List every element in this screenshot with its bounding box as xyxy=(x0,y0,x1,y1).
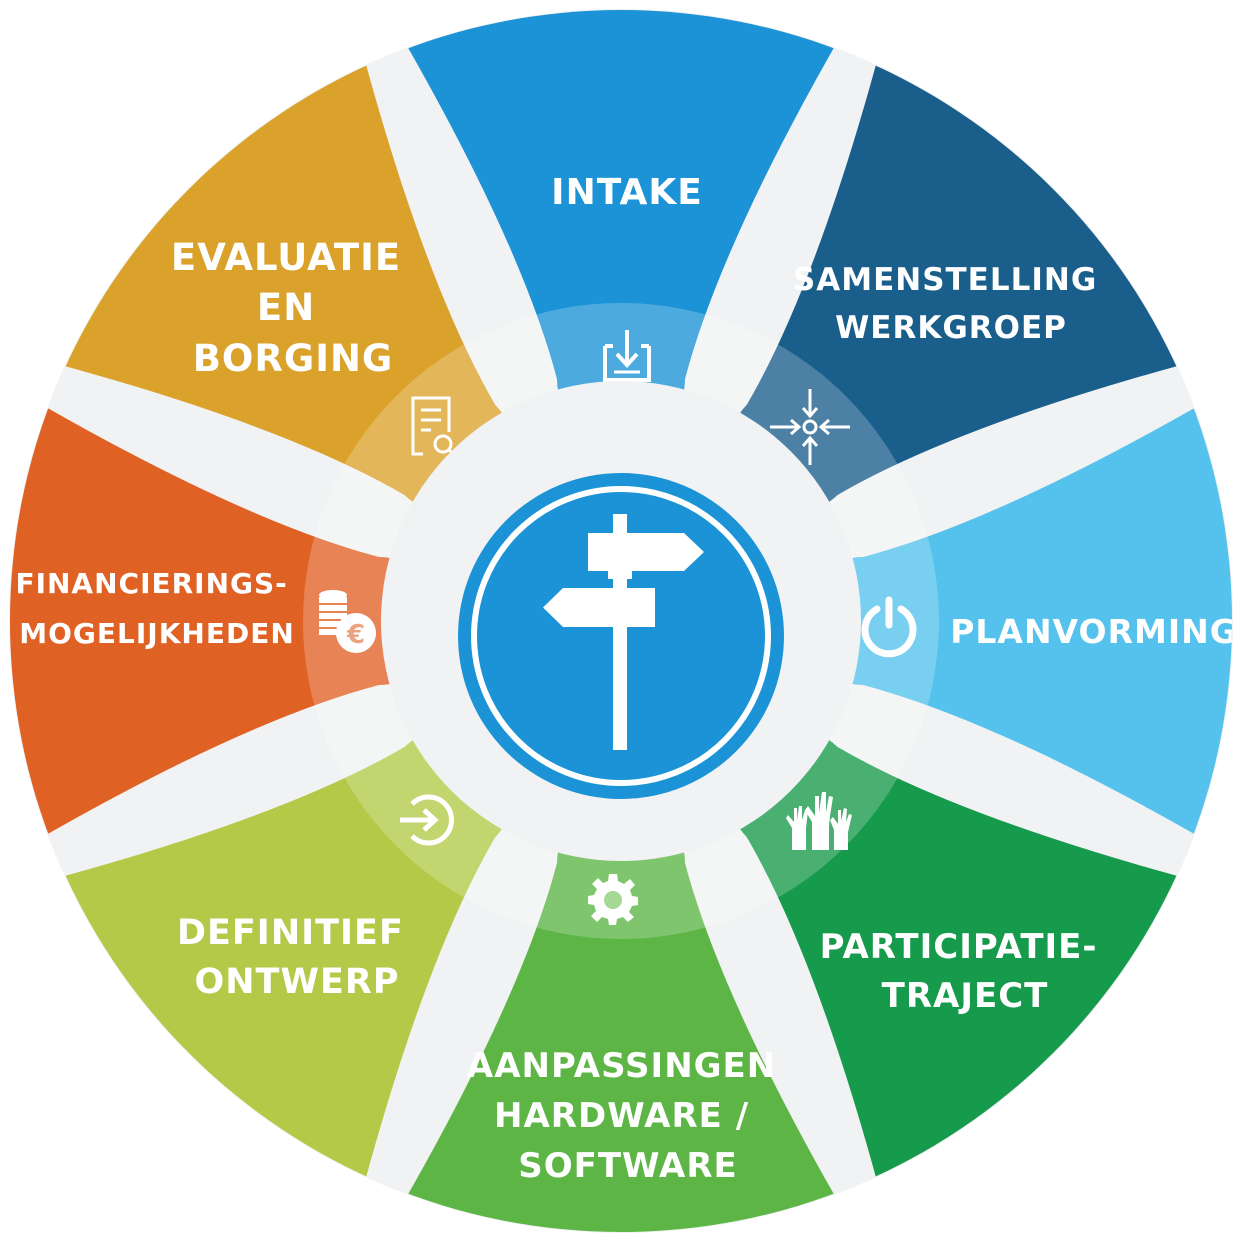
segment-definitief-ontwerp[interactable]: DEFINITIEF ONTWERP xyxy=(37,728,514,1205)
segment-definitief-label: DEFINITIEF ONTWERP xyxy=(177,913,417,1002)
segment-evaluatie-en-borging[interactable]: EVALUATIE EN BORGING xyxy=(37,37,514,514)
segment-planvorming-label: PLANVORMING xyxy=(950,612,1238,651)
segment-samenstelling-werkgroep[interactable]: SAMENSTELLING WERKGROEP xyxy=(728,37,1205,514)
segment-financiering-label: FINANCIERINGS- MOGELIJKHEDEN xyxy=(15,567,298,650)
segment-intake-wedge xyxy=(393,10,849,443)
segment-aanpassingen[interactable]: AANPASSINGEN HARDWARE / SOFTWARE xyxy=(393,799,849,1243)
sign-in-icon xyxy=(400,794,455,846)
center-badge xyxy=(458,473,784,799)
document-search-icon xyxy=(411,396,459,460)
signpost-icon xyxy=(543,514,704,750)
segment-aanpassingen-wedge xyxy=(393,799,849,1232)
converge-arrows-icon xyxy=(770,389,850,465)
segment-definitief-wedge xyxy=(37,728,514,1205)
segment-evaluatie-wedge xyxy=(37,37,514,514)
segment-financiering-wedge xyxy=(10,393,443,849)
download-tray-icon xyxy=(603,330,651,382)
segment-intake[interactable]: INTAKE xyxy=(393,0,849,443)
segment-aanpassingen-label: AANPASSINGEN HARDWARE / SOFTWARE xyxy=(467,1046,789,1186)
raised-hands-icon xyxy=(786,792,852,850)
segment-evaluatie-label: EVALUATIE EN BORGING xyxy=(171,236,415,380)
segment-financieringsmogelijkheden[interactable]: € FINANCIERINGS- MOGELIJKHEDEN xyxy=(0,393,443,849)
power-icon xyxy=(861,596,917,658)
segment-intake-label: INTAKE xyxy=(551,172,703,213)
segment-planvorming[interactable]: PLANVORMING xyxy=(799,393,1242,849)
coins-euro-icon: € xyxy=(319,590,376,653)
segment-samenstelling-label: SAMENSTELLING WERKGROEP xyxy=(793,262,1109,346)
segment-planvorming-wedge xyxy=(799,393,1232,849)
svg-text:€: € xyxy=(346,620,365,650)
center-badge-ring xyxy=(471,486,771,786)
segment-participatie-traject[interactable]: PARTICIPATIE- TRAJECT xyxy=(728,728,1205,1205)
gear-icon xyxy=(588,874,638,925)
segment-participatie-label: PARTICIPATIE- TRAJECT xyxy=(820,927,1111,1016)
segment-samenstelling-wedge xyxy=(728,37,1205,514)
